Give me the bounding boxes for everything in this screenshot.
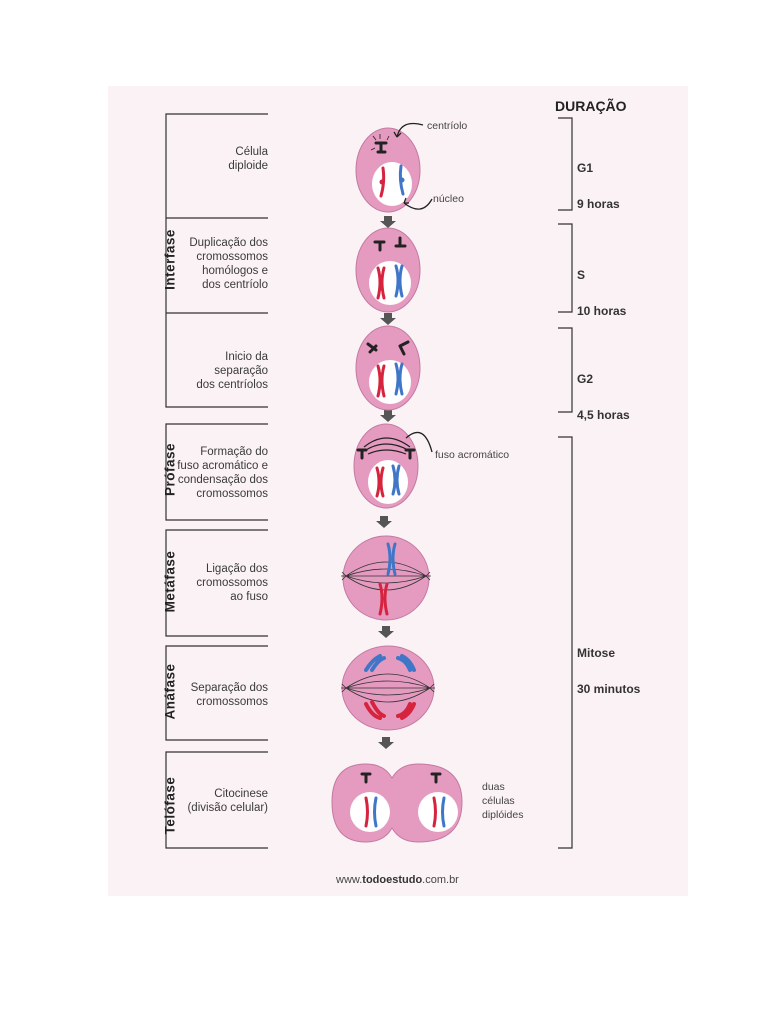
phase-label-telofase: Telófase	[162, 776, 178, 835]
cell-telofase	[331, 763, 463, 843]
duration-stage: S	[577, 268, 586, 282]
bracket-s	[558, 223, 573, 313]
annotation-centriolo: centríolo	[427, 120, 468, 132]
duration-stage: Mitose	[577, 646, 616, 660]
arrow-down	[380, 313, 396, 325]
duration-stage: G1	[577, 161, 594, 175]
arrow-down	[378, 626, 394, 638]
duration-g2: G2 4,5 horas	[577, 352, 630, 442]
phase-label-interfase: Interfase	[162, 229, 178, 290]
cell-anafase	[341, 645, 435, 731]
website-url: www.todoestudo.com.br	[336, 874, 459, 886]
step-description: Duplicação dos cromossomos homólogos e d…	[189, 237, 268, 291]
bracket-g2	[558, 327, 573, 413]
duration-s: S 10 horas	[577, 248, 626, 338]
duration-time: 10 horas	[577, 304, 627, 318]
bracket-profase	[165, 423, 268, 521]
cell-g2	[355, 325, 421, 411]
step-description: Ligação dos cromossomos ao fuso	[196, 563, 268, 603]
duration-time: 30 minutos	[577, 682, 641, 696]
step-description: Citocinese (divisão celular)	[187, 788, 268, 814]
step-description: Formação do fuso acromático e condensaçã…	[177, 446, 268, 500]
arrow-down	[378, 737, 394, 749]
bracket-telofase	[165, 751, 268, 849]
website-brand: todoestudo	[362, 874, 423, 886]
duration-mitose: Mitose 30 minutos	[577, 626, 640, 716]
cell-profase	[353, 423, 419, 509]
arrow-down	[380, 410, 396, 422]
centriole-icon	[374, 141, 388, 154]
duration-g1: G1 9 horas	[577, 141, 620, 231]
cell-s	[355, 227, 421, 313]
phase-label-profase: Prófase	[162, 442, 178, 497]
step-arrows	[376, 216, 396, 749]
website-suffix: .com.br	[422, 874, 459, 886]
arrow-down	[376, 516, 392, 528]
duration-title: DURAÇÃO	[555, 98, 627, 114]
duration-stage: G2	[577, 372, 594, 386]
duration-time: 9 horas	[577, 197, 620, 211]
nucleo-leader	[403, 198, 433, 210]
cell-metafase	[341, 535, 431, 621]
phase-brackets	[165, 113, 268, 849]
centriolo-leader	[396, 122, 424, 138]
bracket-g1	[558, 117, 573, 211]
bracket-mitose	[558, 436, 573, 849]
annotation-nucleo: núcleo	[433, 193, 464, 205]
duration-brackets	[558, 117, 573, 849]
step-description: Célula diploide	[228, 146, 268, 172]
phase-label-anafase: Anáfase	[162, 663, 178, 720]
duration-time: 4,5 horas	[577, 408, 630, 422]
arrow-down	[380, 216, 396, 228]
annotation-duas-celulas: duas células diplóides	[482, 781, 524, 821]
website-prefix: www.	[336, 874, 363, 886]
annotation-fuso: fuso acromático	[435, 449, 510, 461]
phase-label-metafase: Metáfase	[162, 550, 178, 613]
bracket-metafase	[165, 529, 268, 637]
fuso-leader	[405, 431, 433, 453]
step-description: Separação dos cromossomos	[190, 682, 268, 708]
step-description: Inicio da separação dos centríolos	[196, 351, 268, 391]
bracket-interfase	[165, 113, 268, 408]
cell-g1	[355, 127, 421, 213]
bracket-anafase	[165, 645, 268, 741]
